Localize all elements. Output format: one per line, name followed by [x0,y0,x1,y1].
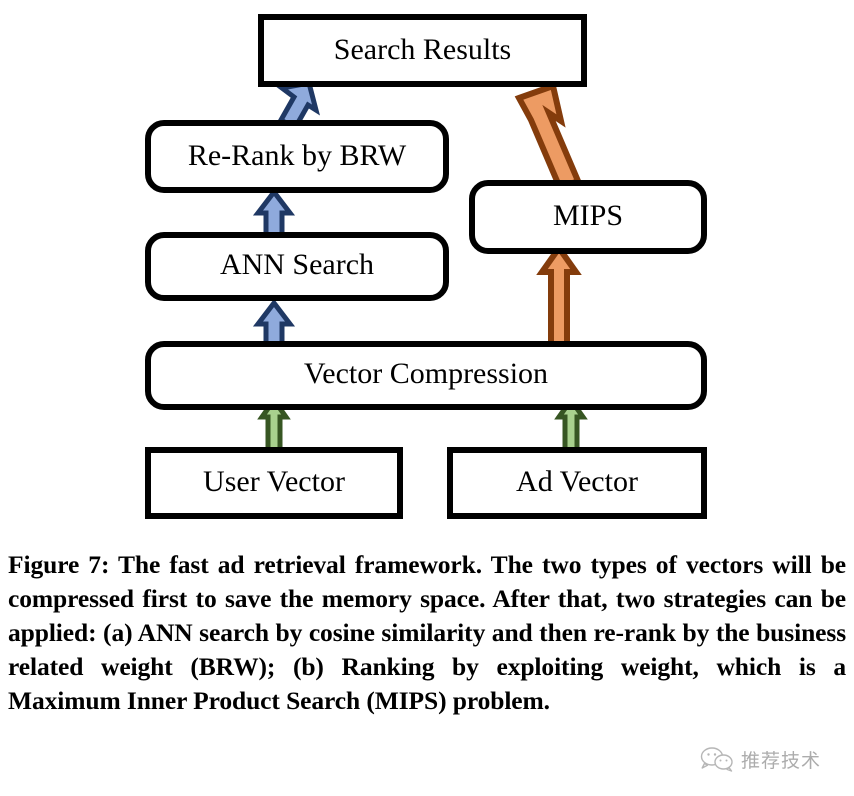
node-ad-vector-label: Ad Vector [516,465,638,498]
node-vector-compression[interactable]: Vector Compression [145,341,707,410]
node-user-vector[interactable]: User Vector [145,447,403,519]
caption-line: cosine similarity and then re-rank by th… [8,618,847,681]
node-ad-vector-box [447,447,707,519]
caption-line: weight (BRW); (b) Ranking by exploiting … [101,652,846,681]
node-re-rank-by-brw[interactable]: Re-Rank by BRW [145,120,449,193]
caption-line: vectors will be compressed first to save… [8,550,846,613]
node-mips[interactable]: MIPS [469,180,707,254]
node-ann-search-label: ANN Search [220,248,374,281]
arrow-ann-search-to-re-rank [252,187,296,241]
watermark: 推荐技术 [700,742,848,776]
figure-caption: Figure 7: The fast ad retrieval framewor… [8,548,846,718]
node-mips-box [469,180,707,254]
node-vector-compression-box [145,341,707,410]
node-ann-search[interactable]: ANN Search [145,232,449,301]
arrow-re-rank-to-search-results [275,80,320,132]
node-ad-vector[interactable]: Ad Vector [447,447,707,519]
arrow-vector-compression-to-ann-search [252,298,296,351]
node-re-rank-by-brw-box [145,120,449,193]
caption-line: Figure 7: The fast ad retrieval framewor… [8,550,677,579]
arrow-mips-to-search-results [514,82,582,192]
caption-line: Maximum Inner Product Search (MIPS) prob… [8,686,550,715]
caption-line: After that, two strategies can be applie… [8,584,847,647]
wechat-logo-icon [700,747,733,772]
node-user-vector-label: User Vector [203,465,345,498]
node-user-vector-box [145,447,403,519]
node-re-rank-by-brw-label: Re-Rank by BRW [188,139,407,172]
node-search-results-label: Search Results [334,33,511,66]
node-mips-label: MIPS [553,199,623,232]
node-search-results-box [258,14,587,87]
node-search-results[interactable]: Search Results [258,14,587,87]
figure-diagram: Search Results Re-Rank by BRW ANN Search… [145,14,707,519]
node-ann-search-box [145,232,449,301]
flowchart-svg: Search Results Re-Rank by BRW ANN Search… [145,14,707,519]
watermark-text: 推荐技术 [741,749,822,772]
node-vector-compression-label: Vector Compression [304,357,548,390]
